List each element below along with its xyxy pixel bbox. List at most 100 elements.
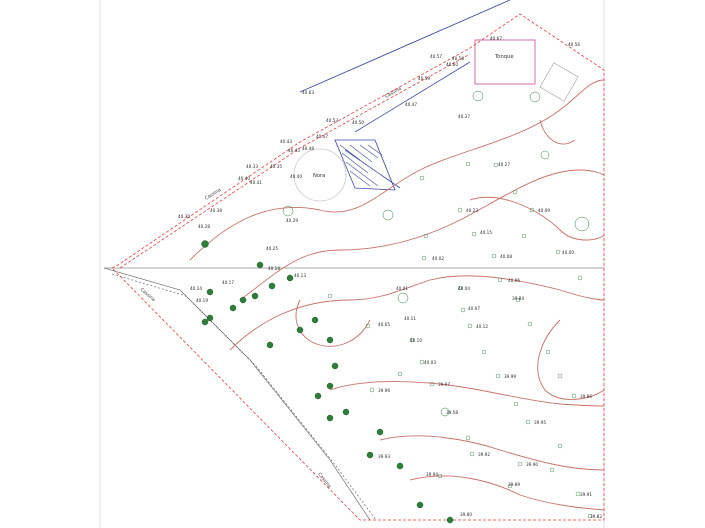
contour-lines bbox=[189, 79, 605, 511]
survey-point bbox=[513, 401, 519, 407]
survey-point bbox=[397, 371, 403, 377]
elevation-label: 39.93 bbox=[378, 454, 390, 459]
tree-marker bbox=[201, 318, 209, 326]
tree-marker bbox=[311, 316, 319, 324]
survey-point bbox=[469, 451, 475, 457]
elevation-label: 40.07 bbox=[468, 306, 480, 311]
tree-canopy-marker bbox=[529, 91, 541, 103]
small-building bbox=[539, 62, 579, 102]
tree-canopy-marker bbox=[282, 205, 294, 217]
survey-point bbox=[481, 349, 487, 355]
tree-marker bbox=[416, 501, 424, 509]
survey-point bbox=[327, 293, 333, 299]
survey-point bbox=[465, 161, 471, 167]
elevation-label: 40.19 bbox=[196, 298, 208, 303]
elevation-label: 40.13 bbox=[294, 273, 306, 278]
blue-pipe-line-2 bbox=[344, 149, 401, 189]
survey-point bbox=[465, 435, 471, 441]
survey-point bbox=[575, 491, 581, 497]
survey-point bbox=[429, 381, 435, 387]
elevation-label: 40.67 bbox=[490, 36, 502, 41]
tonque-building bbox=[474, 39, 536, 85]
elevation-label: 40.01 bbox=[396, 286, 408, 291]
survey-point bbox=[419, 175, 425, 181]
elevation-label: 39.97 bbox=[438, 382, 450, 387]
tree-marker bbox=[326, 336, 334, 344]
elevation-label: 40.63 bbox=[302, 90, 314, 95]
survey-point bbox=[529, 207, 535, 213]
elevation-label: 39.94 bbox=[426, 472, 438, 477]
tree-group bbox=[201, 90, 590, 524]
survey-point bbox=[497, 277, 503, 283]
blue-pipe-line bbox=[354, 61, 471, 133]
elevation-label: 40.06 bbox=[508, 278, 520, 283]
tree-marker bbox=[206, 288, 214, 296]
survey-point bbox=[549, 467, 555, 473]
survey-point bbox=[545, 349, 551, 355]
survey-point bbox=[507, 483, 513, 489]
elevation-label: 39.89 bbox=[508, 482, 520, 487]
elevation-label: 40.59 bbox=[418, 76, 430, 81]
elevation-label: 40.27 bbox=[498, 162, 510, 167]
tree-marker bbox=[366, 451, 374, 459]
hatch-lines bbox=[339, 144, 383, 187]
property-boundary bbox=[111, 13, 605, 521]
tree-marker bbox=[266, 341, 274, 349]
elevation-label: 40.33 bbox=[246, 164, 258, 169]
elevation-label: 40.57 bbox=[430, 54, 442, 59]
elevation-label: 40.60 bbox=[446, 62, 458, 67]
elevation-label: 40.30 bbox=[178, 214, 190, 219]
elevation-label: 40.47 bbox=[316, 134, 328, 139]
elevation-label: 40.18 bbox=[268, 266, 280, 271]
survey-point bbox=[517, 461, 523, 467]
elevation-label: 40.50 bbox=[352, 120, 364, 125]
survey-point bbox=[525, 419, 531, 425]
survey-point bbox=[555, 249, 561, 255]
survey-points bbox=[327, 161, 593, 519]
elevation-label: 40.03 bbox=[424, 360, 436, 365]
tree-marker bbox=[268, 282, 276, 290]
road-line-dashed bbox=[111, 273, 377, 521]
hatch-area bbox=[334, 139, 396, 191]
elevation-label: 40.47 bbox=[405, 102, 417, 107]
elevation-label: 39.92 bbox=[478, 452, 490, 457]
elevation-label: 40.17 bbox=[222, 280, 234, 285]
nora-label: Nora bbox=[313, 173, 325, 179]
elevation-label: 39.99 bbox=[504, 374, 516, 379]
elevation-label: 40.43 bbox=[280, 139, 292, 144]
survey-point bbox=[409, 337, 415, 343]
tree-marker bbox=[342, 408, 350, 416]
tree-marker bbox=[296, 326, 304, 334]
survey-point bbox=[421, 255, 427, 261]
elevation-label: 40.12 bbox=[476, 324, 488, 329]
road-label-3: Cassina bbox=[139, 287, 157, 303]
elevation-label: 40.04 bbox=[458, 286, 470, 291]
top-diagonal-line bbox=[299, 0, 511, 93]
elevation-label: 39.91 bbox=[580, 492, 592, 497]
tree-marker bbox=[326, 414, 334, 422]
elevation-label: 39.84 bbox=[512, 296, 524, 301]
elevation-label: 40.08 bbox=[500, 254, 512, 259]
elevation-label: 39.95 bbox=[534, 420, 546, 425]
survey-point bbox=[369, 387, 375, 393]
tree-marker bbox=[206, 314, 214, 322]
tree-canopy-marker bbox=[440, 407, 450, 417]
survey-point bbox=[423, 233, 429, 239]
nora-circle bbox=[293, 148, 347, 202]
tree-marker bbox=[314, 392, 322, 400]
survey-point bbox=[491, 253, 497, 259]
survey-point bbox=[521, 233, 527, 239]
elevation-label: 39.90 bbox=[526, 462, 538, 467]
elevation-label: 40.11 bbox=[404, 316, 416, 321]
elevation-label: 40.53 bbox=[326, 118, 338, 123]
elevation-label: 40.35 bbox=[270, 164, 282, 169]
elevation-label: 39.58 bbox=[446, 410, 458, 415]
survey-point bbox=[493, 162, 499, 168]
survey-point bbox=[571, 393, 577, 399]
tree-marker bbox=[326, 382, 334, 390]
tree-marker bbox=[239, 296, 247, 304]
tree-marker bbox=[286, 274, 294, 282]
elevation-label: 39.86 bbox=[580, 394, 592, 399]
tree-canopy-marker bbox=[574, 216, 590, 232]
